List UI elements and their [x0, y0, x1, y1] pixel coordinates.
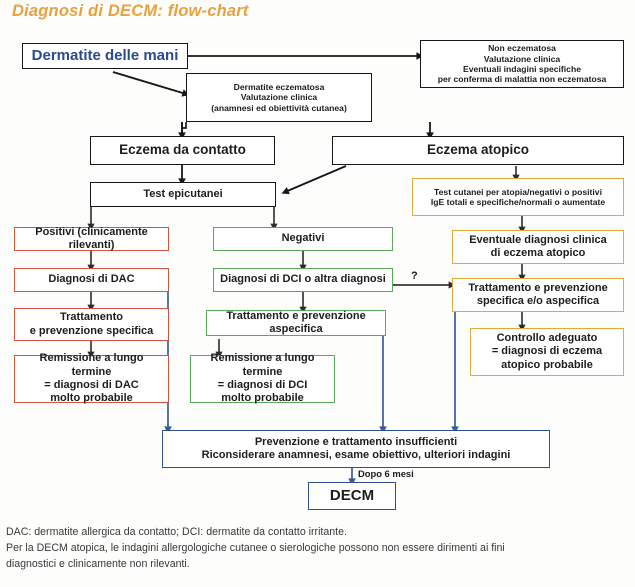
node-controllo-adeguato-label: Controllo adeguato = diagnosi di eczema … [491, 331, 603, 371]
node-remissione-dac-label: Remissione a lungo termine = diagnosi di… [39, 352, 144, 405]
node-remissione-dci[interactable]: Remissione a lungo termine = diagnosi di… [190, 352, 335, 405]
node-eczema-da-contatto[interactable]: Eczema da contatto [90, 136, 275, 165]
node-test-epicutanei[interactable]: Test epicutanei [90, 182, 276, 207]
node-diagnosi-dci[interactable]: Diagnosi di DCI o altra diagnosi [213, 268, 393, 292]
node-eventuale-diagnosi[interactable]: Eventuale diagnosi clinica di eczema ato… [452, 230, 624, 264]
node-dermatite-eczematosa-label: Dermatite eczematosa Valutazione clinica… [211, 81, 347, 113]
footnote-line-1: DAC: dermatite allergica da contatto; DC… [6, 526, 347, 538]
node-prevenzione-insufficienti[interactable]: Prevenzione e trattamento insufficienti … [162, 430, 550, 468]
footnote: DAC: dermatite allergica da contatto; DC… [6, 525, 631, 573]
node-trattamento-mista[interactable]: Trattamento e prevenzione specifica e/o … [452, 278, 624, 312]
node-trattamento-specifica-label: Trattamento e prevenzione specifica [29, 311, 154, 337]
node-trattamento-mista-label: Trattamento e prevenzione specifica e/o … [468, 281, 608, 307]
node-trattamento-aspecifica[interactable]: Trattamento e prevenzione aspecifica [206, 310, 386, 336]
edge-label-question: ? [411, 270, 418, 282]
node-non-eczematosa[interactable]: Non eczematosa Valutazione clinica Event… [420, 40, 624, 88]
edge-label-dopo-6-mesi: Dopo 6 mesi [358, 468, 414, 479]
node-dermatite-delle-mani[interactable]: Dermatite delle mani [22, 43, 188, 69]
node-positivi[interactable]: Positivi (clinicamente rilevanti) [14, 226, 169, 251]
node-prevenzione-insufficienti-label: Prevenzione e trattamento insufficienti … [201, 435, 511, 461]
node-dermatite-eczematosa[interactable]: Dermatite eczematosa Valutazione clinica… [186, 73, 372, 122]
page-title: Diagnosi di DECM: flow-chart [12, 2, 249, 20]
node-negativi[interactable]: Negativi [213, 227, 393, 251]
node-remissione-dac[interactable]: Remissione a lungo termine = diagnosi di… [14, 352, 169, 405]
footnote-line-3: diagnostici e clinicamente non rilevanti… [6, 557, 190, 570]
node-test-cutanei[interactable]: Test cutanei per atopia/negativi o posit… [412, 178, 624, 216]
footnote-line-2: Per la DECM atopica, le indagini allergo… [6, 541, 505, 554]
node-controllo-adeguato[interactable]: Controllo adeguato = diagnosi di eczema … [470, 328, 624, 376]
node-eventuale-diagnosi-label: Eventuale diagnosi clinica di eczema ato… [469, 233, 607, 259]
node-eczema-atopico[interactable]: Eczema atopico [332, 136, 624, 165]
node-test-cutanei-label: Test cutanei per atopia/negativi o posit… [430, 186, 606, 207]
node-remissione-dci-label: Remissione a lungo termine = diagnosi di… [210, 352, 315, 405]
node-trattamento-specifica[interactable]: Trattamento e prevenzione specifica [14, 308, 169, 341]
node-non-eczematosa-label: Non eczematosa Valutazione clinica Event… [437, 43, 607, 85]
node-diagnosi-dac[interactable]: Diagnosi di DAC [14, 268, 169, 292]
node-decm[interactable]: DECM [308, 482, 396, 510]
